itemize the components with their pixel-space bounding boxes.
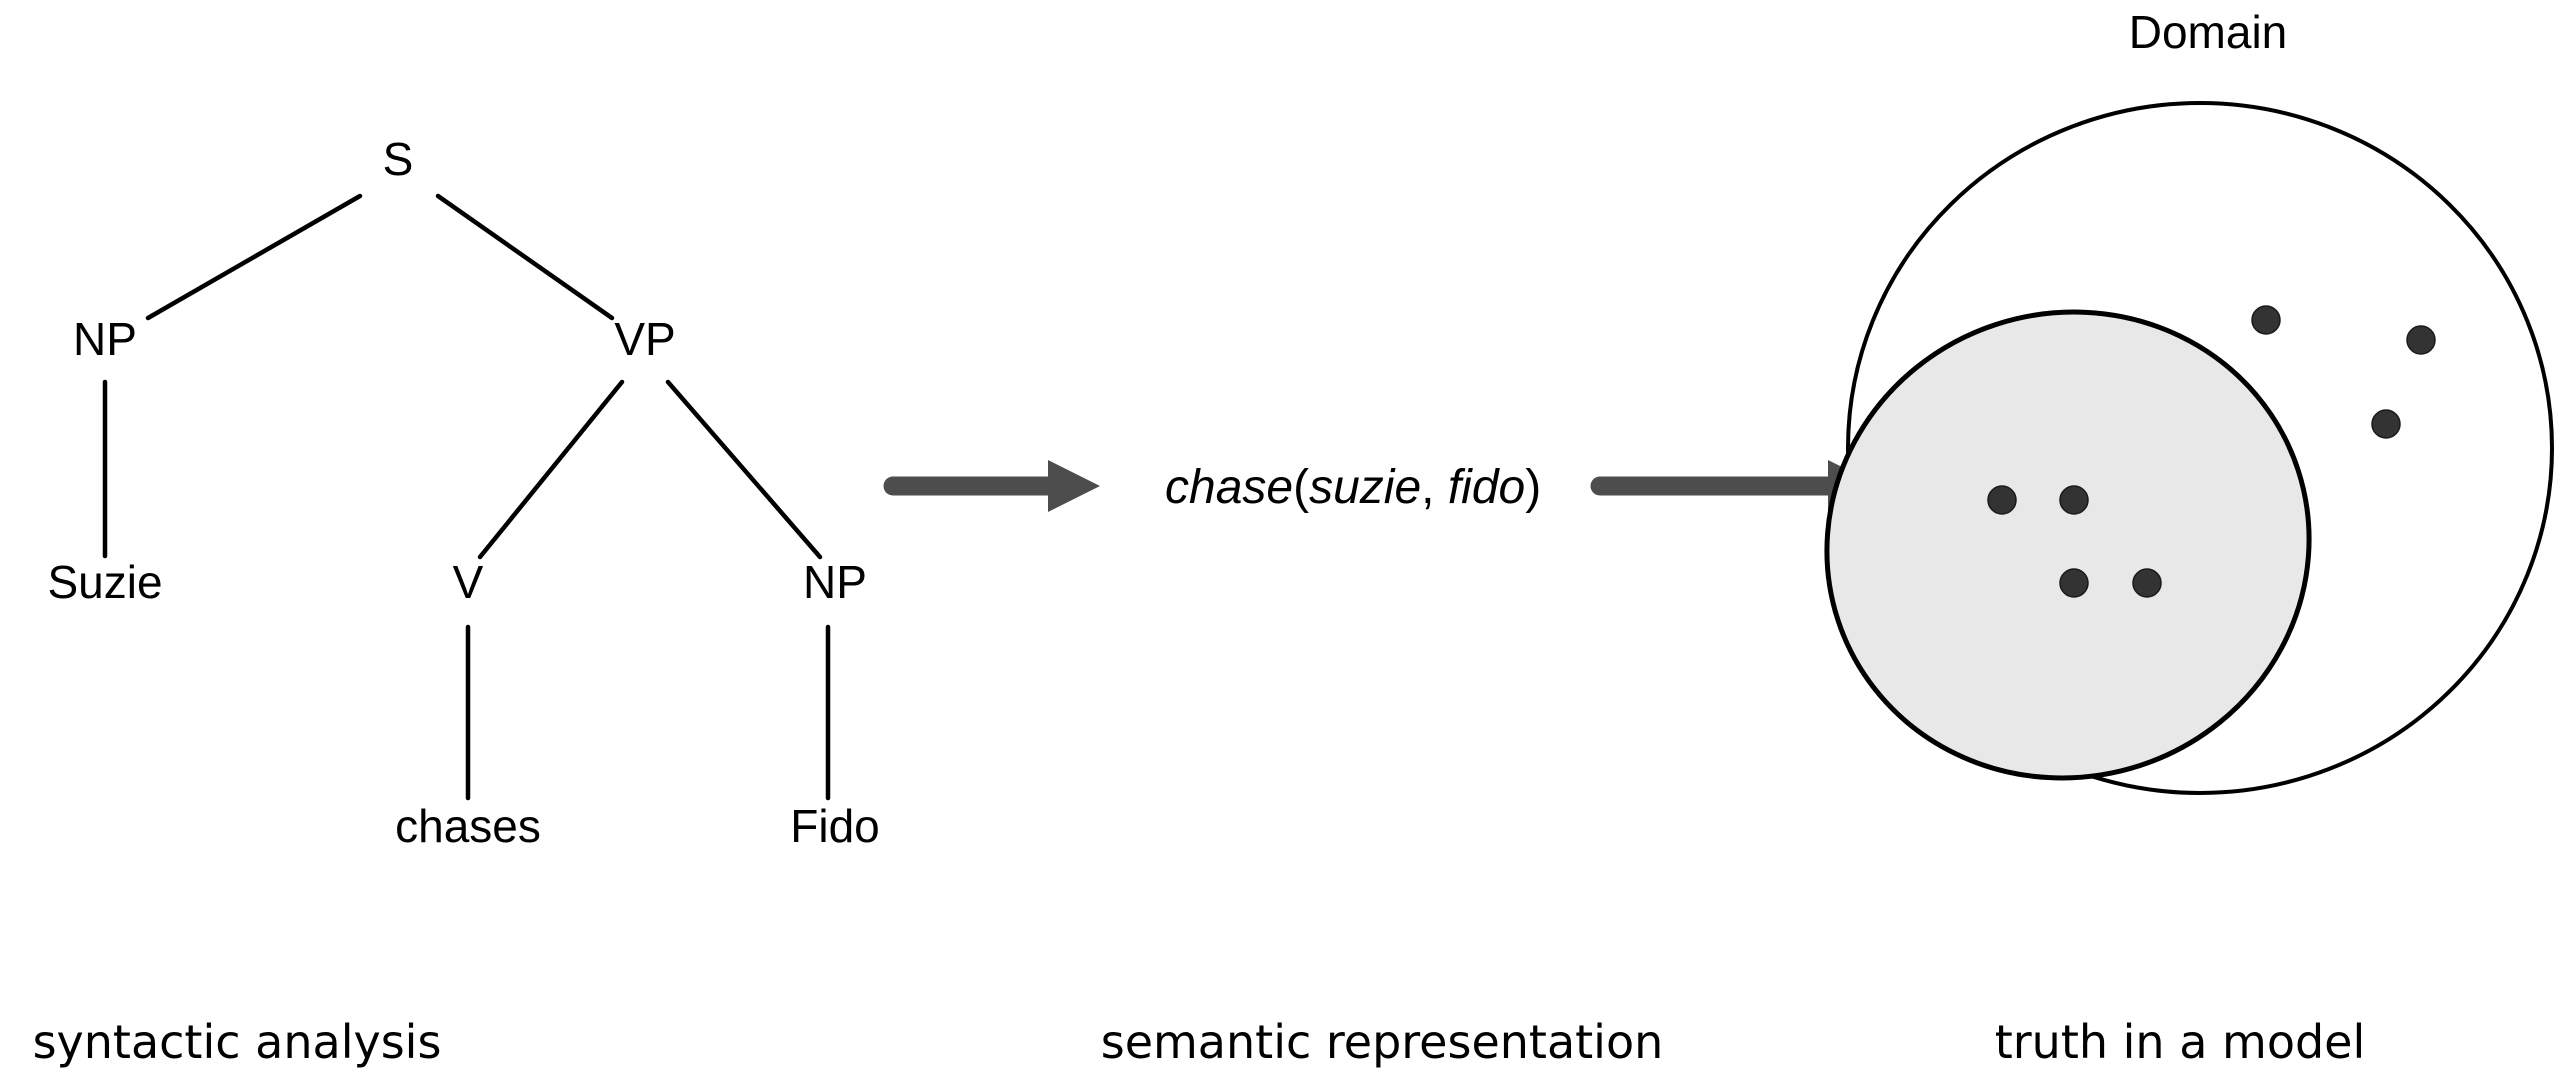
tree-node-fido: Fido [790, 800, 879, 852]
entity-dot-e4 [1987, 485, 2017, 515]
tree-edge-vp-v [477, 379, 625, 560]
tree-node-s: S [383, 133, 414, 185]
caption-syntax: syntactic analysis [33, 1015, 442, 1069]
tree-edge-s-np1 [145, 193, 363, 321]
caption-semantics: semantic representation [1101, 1015, 1664, 1069]
entity-dot-group [1987, 305, 2436, 598]
tree-edge-s-vp [435, 193, 615, 321]
tree-node-np2: NP [803, 556, 867, 608]
tree-node-chases: chases [395, 800, 541, 852]
syntax-tree: S NP VP Suzie V NP chases Fido [47, 133, 879, 852]
tree-edge-group [102, 193, 831, 801]
tree-node-np1: NP [73, 313, 137, 365]
entity-dot-e6 [2059, 568, 2089, 598]
entity-dot-e1 [2251, 305, 2281, 335]
tree-node-vp: VP [614, 313, 675, 365]
semantic-formula: chase(suzie, fido) [1165, 461, 1541, 514]
domain-label: Domain [2129, 6, 2288, 58]
entity-dot-e3 [2371, 409, 2401, 439]
tree-node-group: S NP VP Suzie V NP chases Fido [47, 133, 879, 852]
entity-dot-e7 [2132, 568, 2162, 598]
tree-edge-vp-np2 [665, 379, 823, 560]
entity-dot-e2 [2406, 325, 2436, 355]
tree-node-v: V [453, 556, 484, 608]
arrow-syntax-to-semantics-head [1048, 460, 1100, 512]
caption-model: truth in a model [1995, 1015, 2366, 1069]
predicate-extension-ellipse [1824, 309, 2312, 781]
caption-group: syntactic analysis semantic representatio… [33, 1015, 2366, 1069]
model-diagram: Domain [1824, 6, 2554, 795]
tree-node-suzie: Suzie [47, 556, 162, 608]
entity-dot-e5 [2059, 485, 2089, 515]
